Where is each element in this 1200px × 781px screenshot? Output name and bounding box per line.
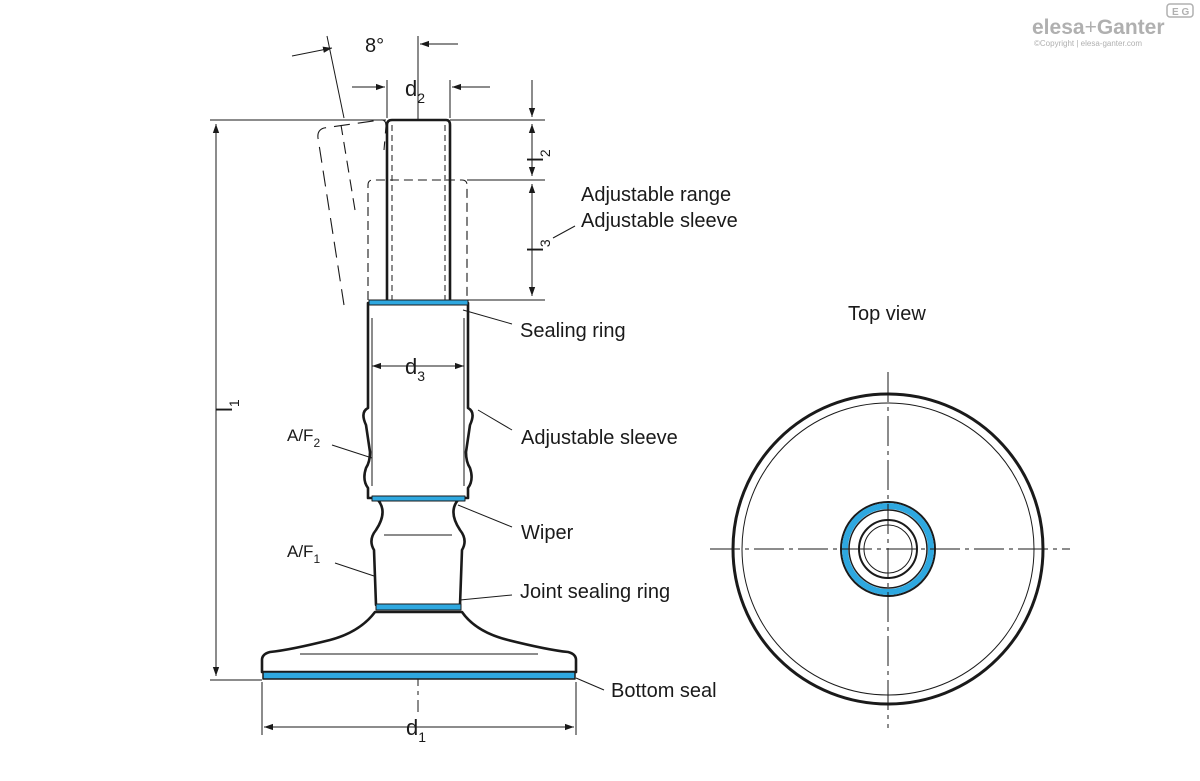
d1-sub: 1 [418, 729, 426, 745]
l2-label: l2 [523, 149, 553, 162]
leader-af1 [334, 562, 375, 577]
leader-bottom-seal [575, 677, 605, 691]
label-bottom-seal: Bottom seal [611, 680, 717, 702]
l1-sub: 1 [226, 399, 242, 407]
leader-adjustable-range [552, 225, 576, 239]
label-adjustable-sleeve: Adjustable sleeve [521, 427, 678, 449]
label-joint-sealing-ring: Joint sealing ring [520, 581, 670, 603]
l2-sub: 2 [537, 149, 553, 157]
d2-label: d2 [405, 76, 425, 106]
side-view [260, 40, 578, 712]
logo-badge: E G [1172, 7, 1189, 18]
elesa-ganter-logo: elesa+Ganter E G ©Copyright | elesa-gant… [1032, 3, 1194, 48]
leader-sealing-ring [462, 309, 513, 325]
af1-label: A/F1 [287, 542, 320, 566]
af2-base: A/F [287, 426, 313, 445]
d3-base: d [405, 354, 417, 379]
leader-wiper [457, 504, 513, 528]
leader-joint-sealing-ring [459, 594, 513, 601]
l1-label: l1 [212, 399, 242, 412]
label-adjustable-sleeve-top: Adjustable sleeve [581, 210, 738, 232]
angle-label: 8° [365, 35, 384, 57]
label-wiper: Wiper [521, 522, 574, 544]
lower-hex-body [370, 498, 466, 607]
label-adjustable-range: Adjustable range [581, 184, 731, 206]
logo-copyright: ©Copyright | elesa-ganter.com [1034, 39, 1142, 48]
svg-text:elesa+Ganter: elesa+Ganter [1032, 16, 1165, 39]
dimension-lines [210, 35, 605, 735]
d2-base: d [405, 76, 417, 101]
af1-sub: 1 [313, 552, 320, 566]
d1-label: d1 [406, 715, 426, 745]
label-top-view: Top view [848, 303, 926, 325]
logo-plus: + [1085, 16, 1097, 39]
leader-af2 [331, 444, 373, 459]
l2-base: l [523, 157, 548, 162]
logo-brand-left: elesa [1032, 16, 1085, 39]
label-sealing-ring: Sealing ring [520, 320, 626, 342]
adjustable-range-outline [367, 179, 468, 300]
joint-sealing-ring [375, 603, 462, 611]
l3-label: l3 [523, 239, 553, 252]
l1-base: l [212, 407, 237, 412]
dim-angle-left-arrow [291, 46, 333, 57]
tilted-stud-inner [340, 124, 356, 211]
leader-adjustable-sleeve [477, 409, 513, 431]
tilted-stud-outline [317, 119, 387, 306]
base-disc [260, 610, 578, 674]
d3-label: d3 [405, 354, 425, 384]
sealing-ring [368, 299, 469, 306]
callout-labels: Adjustable range Adjustable sleeve Seali… [520, 184, 926, 702]
logo-badge-frame [1166, 3, 1194, 18]
l3-base: l [523, 247, 548, 252]
af1-base: A/F [287, 542, 313, 561]
d3-sub: 3 [417, 368, 425, 384]
dimension-text: 8° d2 d3 d1 l1 l2 l3 A/F2 A/F1 [212, 35, 553, 745]
adjustable-sleeve-body [362, 301, 474, 500]
l3-sub: 3 [537, 239, 553, 247]
af2-label: A/F2 [287, 426, 320, 450]
wiper-seal [371, 495, 466, 502]
bottom-seal [262, 671, 576, 680]
d1-base: d [406, 715, 418, 740]
logo-brand-right: Ganter [1097, 16, 1165, 39]
top-view [710, 372, 1070, 728]
d2-sub: 2 [417, 90, 425, 106]
af2-sub: 2 [313, 436, 320, 450]
threaded-stud [385, 118, 452, 300]
